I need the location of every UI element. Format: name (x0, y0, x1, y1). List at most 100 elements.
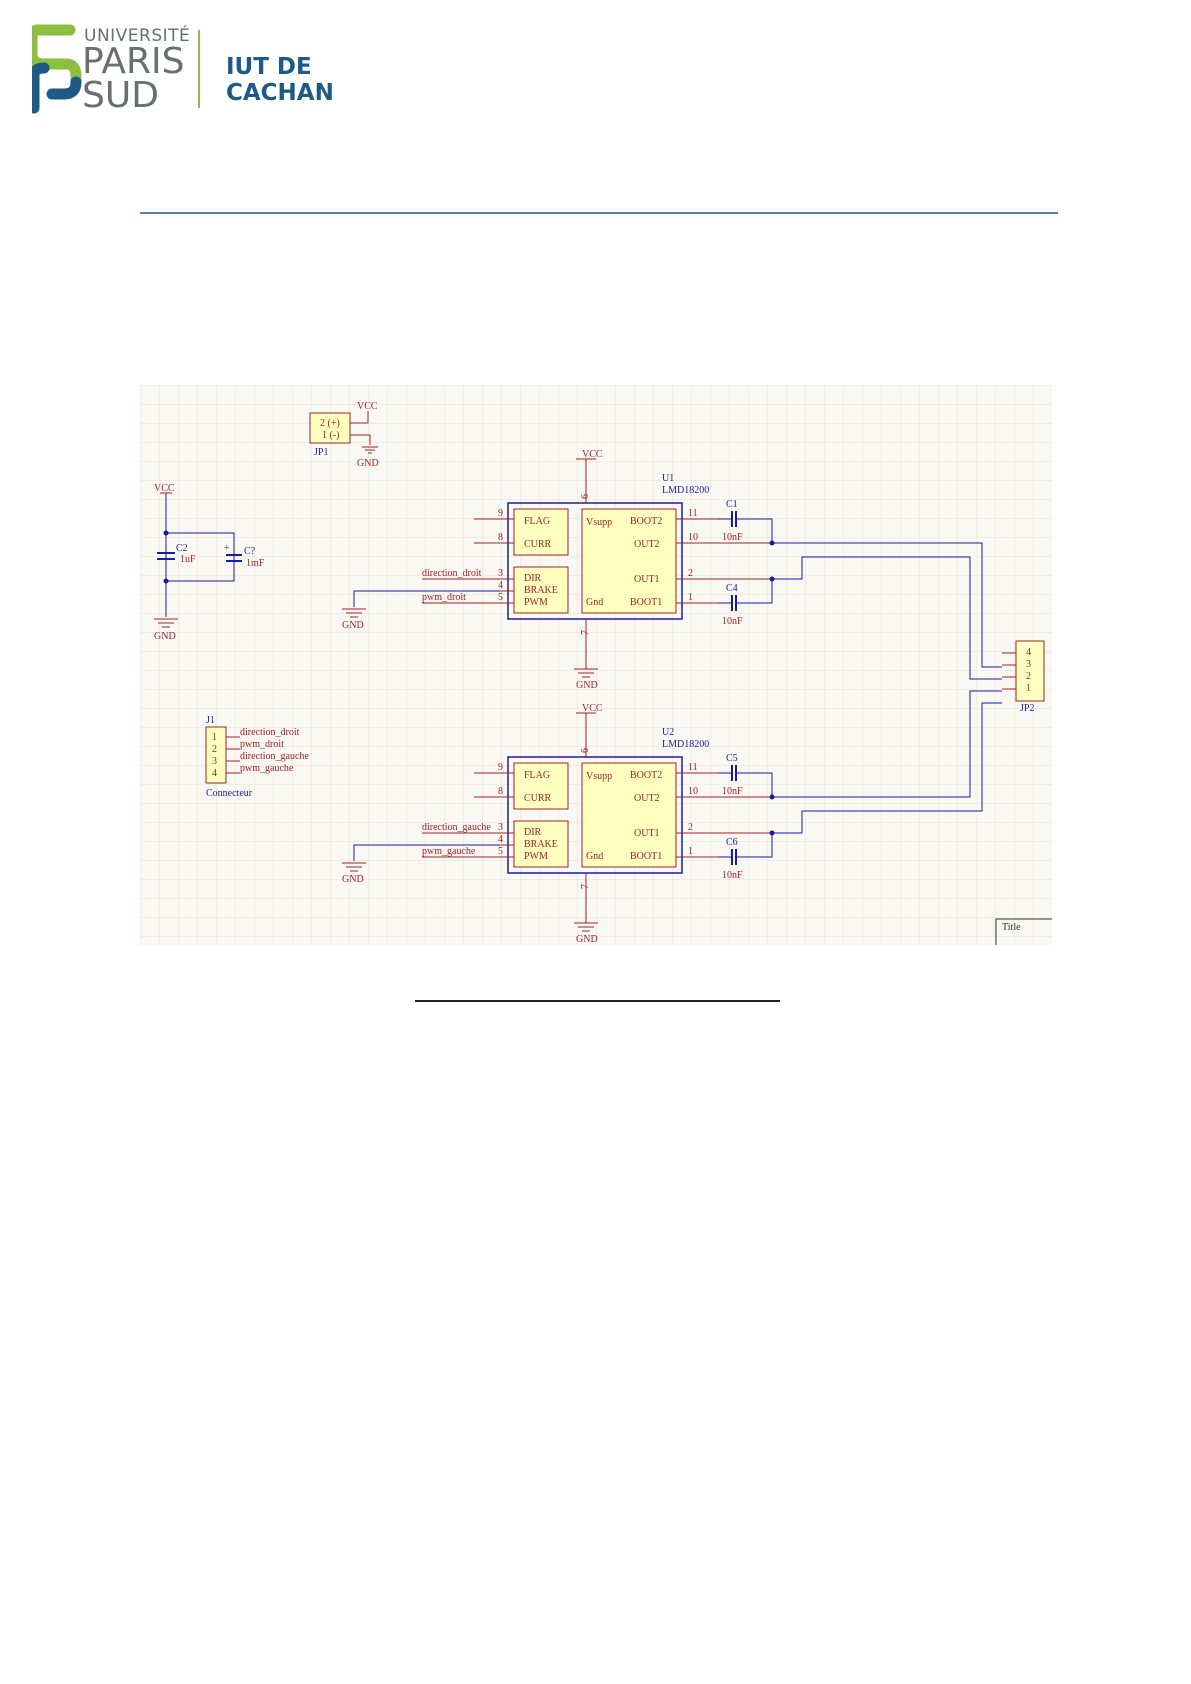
u1-gnd-label: GND (576, 680, 598, 691)
u1-gnd-pin: Gnd (586, 597, 603, 608)
u1-curr: CURR (524, 539, 552, 550)
u1-pin8: 8 (498, 532, 503, 543)
u2-part: LMD18200 (662, 739, 709, 750)
u1-pwm: PWM (524, 597, 548, 608)
u2-pwm-net: pwm_gauche (422, 846, 476, 857)
jp2-pin1: 1 (1026, 683, 1031, 694)
jp1-body (309, 412, 351, 444)
u1-out1: OUT1 (634, 574, 660, 585)
c5-ref: C5 (726, 753, 738, 764)
u2-pin4: 4 (498, 834, 503, 845)
u2-dir: DIR (524, 827, 542, 838)
c6-value: 10nF (722, 870, 743, 881)
u1-pin3: 3 (498, 568, 503, 579)
institute-name: IUT DE CACHAN (226, 54, 334, 106)
u2-boot2: BOOT2 (630, 770, 662, 781)
left-vcc-label: VCC (154, 483, 175, 494)
j1-pin2: 2 (212, 744, 217, 755)
u1-dir-net: direction_droit (422, 568, 482, 579)
u1-pin1: 1 (688, 592, 693, 603)
university-logo: UNIVERSITÉ PARIS SUD IUT DE CACHAN (26, 24, 412, 116)
u2-brake: BRAKE (524, 839, 558, 850)
u2-pin10: 10 (688, 786, 698, 797)
c4-value: 10nF (722, 616, 743, 627)
u2-dir-net: direction_gauche (422, 822, 491, 833)
motor-driver-schematic: 2 (+) 1 (-) JP1 VCC GND VCC C2 1uF + C? … (140, 385, 1052, 945)
u2-pin8: 8 (498, 786, 503, 797)
c2-value: 1uF (180, 554, 196, 565)
sud-word: SUD (82, 75, 159, 116)
jp2-ref: JP2 (1020, 703, 1034, 714)
jp2-pin2: 2 (1026, 671, 1031, 682)
j1-net1: direction_droit (240, 727, 300, 738)
c2-ref: C2 (176, 543, 188, 554)
u2-outline (507, 756, 683, 874)
c1-value: 10nF (722, 532, 743, 543)
u1-left-gnd-label: GND (342, 620, 364, 631)
u2-curr: CURR (524, 793, 552, 804)
j1-pin4: 4 (212, 768, 217, 779)
u1-pin10: 10 (688, 532, 698, 543)
u1-pin9: 9 (498, 508, 503, 519)
u1-pin4: 4 (498, 580, 503, 591)
u1-brake: BRAKE (524, 585, 558, 596)
u2-boot1: BOOT1 (630, 851, 662, 862)
j1-net3: direction_gauche (240, 751, 309, 762)
jp1-vcc-label: VCC (357, 401, 378, 412)
jp1-gnd-label: GND (357, 458, 379, 469)
u2-left-gnd-label: GND (342, 874, 364, 885)
university-word: UNIVERSITÉ (84, 26, 191, 46)
j1-pin3: 3 (212, 756, 217, 767)
u2-flag-block (513, 762, 569, 810)
j1-net4: pwm_gauche (240, 763, 294, 774)
title-block-label: Title (1002, 922, 1021, 933)
u1-dir: DIR (524, 573, 542, 584)
u1-ref: U1 (662, 473, 674, 484)
c4-ref: C4 (726, 583, 738, 594)
u1-pin6: 6 (580, 494, 591, 499)
left-gnd-label: GND (154, 631, 176, 642)
u1-flag-block (513, 508, 569, 556)
u1-part: LMD18200 (662, 485, 709, 496)
j1-body (205, 726, 227, 784)
u2-vsupp: Vsupp (586, 771, 612, 782)
caption-underline (415, 1000, 780, 1002)
jp2-body (1015, 640, 1045, 702)
u1-flag: FLAG (524, 516, 550, 527)
paris-word: PARIS (82, 41, 185, 82)
u1-pwm-net: pwm_droit (422, 592, 466, 603)
u1-vcc-label: VCC (582, 449, 603, 460)
u1-out2: OUT2 (634, 539, 660, 550)
u2-out1: OUT1 (634, 828, 660, 839)
c5-value: 10nF (722, 786, 743, 797)
u2-dir-block (513, 820, 569, 868)
u2-pin3: 3 (498, 822, 503, 833)
u2-gnd-pin: Gnd (586, 851, 603, 862)
u2-pwm: PWM (524, 851, 548, 862)
u2-out2: OUT2 (634, 793, 660, 804)
u1-vsupp: Vsupp (586, 517, 612, 528)
u2-pin2: 2 (688, 822, 693, 833)
cq-plus: + (224, 543, 230, 554)
u1-boot2: BOOT2 (630, 516, 662, 527)
u2-pin9: 9 (498, 762, 503, 773)
u1-dir-block (513, 566, 569, 614)
jp1-pin1-label: 1 (-) (322, 430, 340, 441)
u2-gnd-label: GND (576, 934, 598, 945)
u1-outline (507, 502, 683, 620)
header-divider (140, 212, 1058, 214)
u1-power-block (581, 508, 677, 614)
j1-net2: pwm_droit (240, 739, 284, 750)
u2-pin6: 6 (580, 748, 591, 753)
u1-pin5: 5 (498, 592, 503, 603)
u1-pin7: 7 (580, 630, 591, 635)
u2-vcc-label: VCC (582, 703, 603, 714)
j1-name: Connecteur (206, 788, 253, 799)
jp2-pin3: 3 (1026, 659, 1031, 670)
jp1-ref: JP1 (314, 447, 328, 458)
c6-ref: C6 (726, 837, 738, 848)
c1-ref: C1 (726, 499, 738, 510)
jp1-pin2-label: 2 (+) (320, 418, 340, 429)
cq-value: 1mF (246, 558, 265, 569)
u1-boot1: BOOT1 (630, 597, 662, 608)
